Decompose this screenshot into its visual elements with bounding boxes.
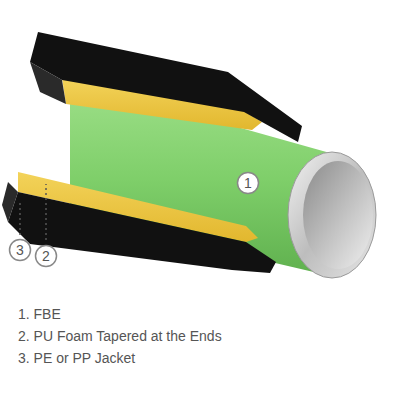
legend-item: 3. PE or PP Jacket [18,350,135,367]
jacket-cut-face [30,62,66,104]
leader-line [19,200,21,235]
jacket-cut-face [2,182,18,222]
callout-circle: 1 [236,171,260,195]
callout-circle-shape [36,246,57,267]
callout-circle-shape [238,173,259,194]
pe-pp-jacket [8,192,276,273]
steel-pipe-bore [303,161,373,269]
callout-number: 2 [42,249,50,263]
legend-item: 2. PU Foam Tapered at the Ends [18,328,222,345]
callout-number: 3 [16,243,24,257]
pe-pp-jacket [30,32,302,142]
leader-line [45,184,47,240]
callout-circle-shape [10,240,31,261]
legend-item: 1. FBE [18,306,61,323]
steel-pipe-end [288,152,376,278]
callout-number: 1 [244,176,252,190]
callout-circle: 2 [34,244,58,268]
callout-circle: 3 [8,238,32,262]
